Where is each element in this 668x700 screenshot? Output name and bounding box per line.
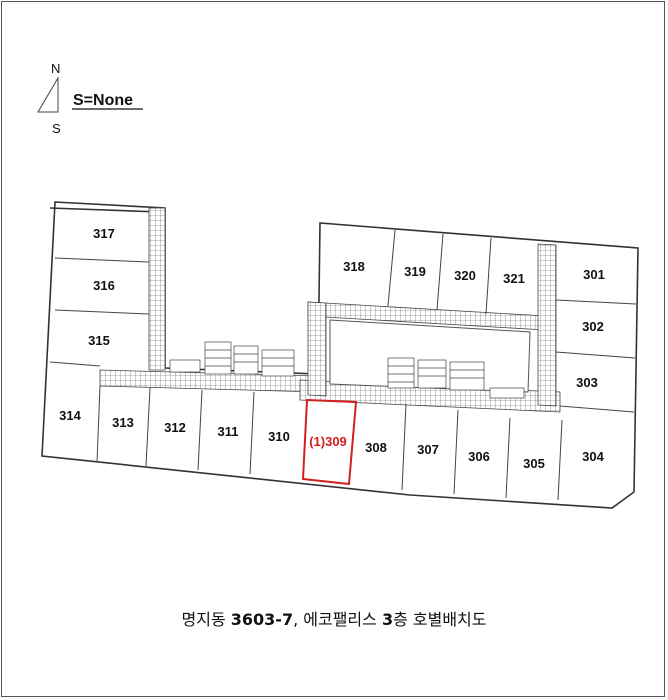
caption-suffix: 층 호별배치도 <box>393 610 487 629</box>
unit-dividers <box>49 229 637 501</box>
unit-307-label[interactable]: 307 <box>417 442 439 457</box>
unit-labels: 317 316 315 314 313 312 311 310 (1)309 3… <box>59 226 605 471</box>
unit-310-label[interactable]: 310 <box>268 429 290 444</box>
unit-318-label[interactable]: 318 <box>343 259 365 274</box>
unit-306-label[interactable]: 306 <box>468 449 490 464</box>
unit-315-label[interactable]: 315 <box>88 333 110 348</box>
caption-prefix: 명지동 <box>181 610 231 629</box>
drawing-caption: 명지동 3603-7, 에코팰리스 3층 호별배치도 <box>0 606 668 630</box>
unit-314-label[interactable]: 314 <box>59 408 81 423</box>
unit-321-label[interactable]: 321 <box>503 271 525 286</box>
unit-311-label[interactable]: 311 <box>218 424 239 439</box>
stair-core-right <box>387 357 525 399</box>
north-label: N <box>51 61 60 76</box>
caption-middle: , 에코팰리스 <box>293 610 382 629</box>
unit-303-label[interactable]: 303 <box>576 375 598 390</box>
unit-302-label[interactable]: 302 <box>582 319 604 334</box>
unit-309-highlight[interactable] <box>301 398 358 486</box>
unit-309-label[interactable]: (1)309 <box>309 434 347 449</box>
unit-317-label[interactable]: 317 <box>93 226 115 241</box>
unit-313-label[interactable]: 313 <box>112 415 134 430</box>
unit-305-label[interactable]: 305 <box>523 456 545 471</box>
stair-core-left <box>169 341 295 377</box>
unit-304-label[interactable]: 304 <box>582 449 604 464</box>
unit-301-label[interactable]: 301 <box>583 267 605 282</box>
compass: N S S=None <box>37 61 143 136</box>
scale-label: S=None <box>73 92 133 109</box>
unit-316-label[interactable]: 316 <box>93 278 115 293</box>
south-label: S <box>52 121 61 136</box>
caption-floor: 3 <box>381 610 394 629</box>
unit-319-label[interactable]: 319 <box>404 264 426 279</box>
caption-lot: 3603-7 <box>230 610 294 629</box>
unit-312-label[interactable]: 312 <box>164 420 186 435</box>
unit-308-label[interactable]: 308 <box>365 440 387 455</box>
compass-arrow-icon <box>37 76 59 113</box>
unit-320-label[interactable]: 320 <box>454 268 476 283</box>
